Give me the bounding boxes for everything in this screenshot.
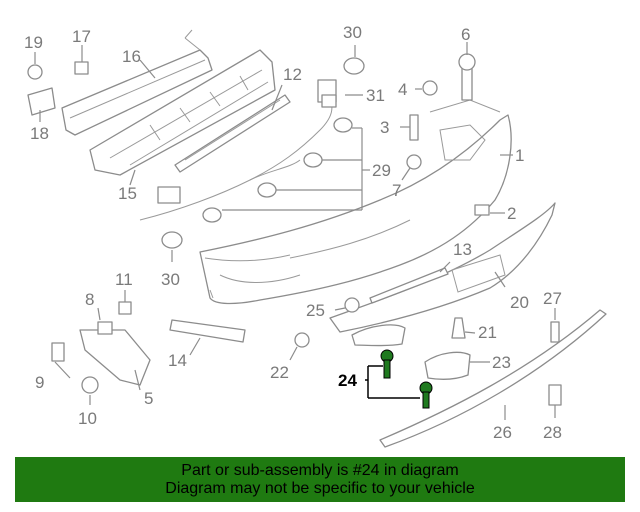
footer-line-1: Part or sub-assembly is #24 in diagram bbox=[181, 461, 459, 479]
callout-30-left: 30 bbox=[161, 270, 180, 289]
callout-26: 26 bbox=[493, 423, 512, 442]
callout-labels: 1 2 3 4 5 6 7 8 9 10 11 12 13 14 15 16 1… bbox=[24, 23, 562, 442]
callout-11: 11 bbox=[115, 270, 133, 289]
callout-4: 4 bbox=[398, 80, 407, 99]
callout-28: 28 bbox=[543, 423, 562, 442]
bracket-18 bbox=[27, 87, 56, 116]
sensor-bracket bbox=[174, 94, 291, 173]
callout-20: 20 bbox=[510, 293, 529, 312]
footer-line-2: Diagram may not be specific to your vehi… bbox=[165, 479, 475, 497]
callout-2: 2 bbox=[507, 204, 516, 223]
callout-19: 19 bbox=[24, 33, 43, 52]
part-24-bolts bbox=[380, 349, 433, 409]
callout-24: 24 bbox=[338, 371, 357, 390]
impact-bar bbox=[61, 29, 213, 136]
clip-17 bbox=[74, 61, 89, 75]
callout-5: 5 bbox=[144, 389, 153, 408]
callout-7: 7 bbox=[392, 181, 401, 200]
callout-15: 15 bbox=[118, 184, 137, 203]
clip-9 bbox=[51, 342, 65, 362]
callout-10: 10 bbox=[78, 409, 97, 428]
wiring-harness bbox=[139, 79, 337, 221]
callout-1: 1 bbox=[515, 146, 524, 165]
energy-absorber bbox=[89, 49, 276, 176]
side-bracket bbox=[79, 329, 151, 386]
callout-16: 16 bbox=[122, 47, 141, 66]
clip-10 bbox=[81, 376, 99, 394]
callout-17: 17 bbox=[72, 27, 91, 46]
diffuser-lip bbox=[379, 309, 607, 448]
clip-19 bbox=[27, 64, 43, 80]
clip-8 bbox=[97, 321, 113, 335]
valance-lamp bbox=[351, 324, 406, 347]
callout-8: 8 bbox=[85, 290, 94, 309]
reflector-right bbox=[424, 351, 471, 380]
callout-29: 29 bbox=[372, 161, 391, 180]
callout-18: 18 bbox=[30, 124, 49, 143]
reflector-left bbox=[169, 319, 246, 343]
bumper-cover bbox=[199, 99, 512, 305]
leader-lines bbox=[34, 42, 556, 420]
callout-22: 22 bbox=[270, 363, 289, 382]
clip-11 bbox=[118, 301, 132, 315]
callout-21: 21 bbox=[478, 323, 497, 342]
trim-strip bbox=[369, 267, 449, 304]
callout-14: 14 bbox=[168, 351, 187, 370]
callout-13: 13 bbox=[453, 240, 472, 259]
callout-3: 3 bbox=[380, 118, 389, 137]
callout-31: 31 bbox=[366, 86, 385, 105]
callout-27: 27 bbox=[543, 289, 562, 308]
callout-12: 12 bbox=[283, 65, 302, 84]
footer-banner: Part or sub-assembly is #24 in diagram D… bbox=[15, 457, 625, 502]
callout-6: 6 bbox=[461, 25, 470, 44]
parts-diagram: 1 2 3 4 5 6 7 8 9 10 11 12 13 14 15 16 1… bbox=[24, 23, 607, 448]
callout-23: 23 bbox=[492, 353, 511, 372]
callout-25: 25 bbox=[306, 301, 325, 320]
callout-30-top: 30 bbox=[343, 23, 362, 42]
parking-sensors bbox=[161, 57, 365, 249]
callout-9: 9 bbox=[35, 373, 44, 392]
fasteners bbox=[294, 53, 562, 406]
